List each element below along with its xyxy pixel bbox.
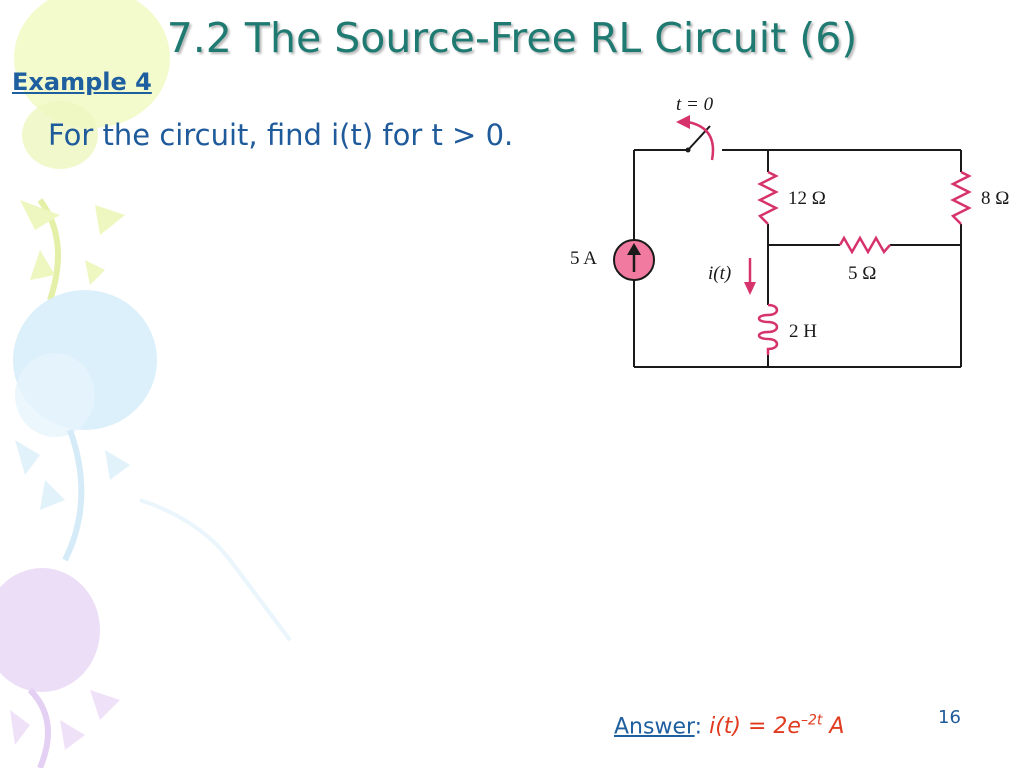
resistor-12-ohm <box>757 170 779 225</box>
rl-circuit-diagram: t = 0 5 A 12 Ω 8 Ω 5 Ω i(t) 2 H <box>570 94 1009 368</box>
inductor-coil-icon <box>757 303 779 355</box>
resistor-8-ohm <box>950 170 972 225</box>
answer-exponent: –2t <box>800 713 823 729</box>
switch-label: t = 0 <box>676 94 714 115</box>
r1-label: 12 Ω <box>788 188 826 209</box>
problem-prompt: For the circuit, find i(t) for t > 0. <box>48 118 514 152</box>
r3-label: 5 Ω <box>848 263 876 284</box>
inductor-label: 2 H <box>789 321 817 342</box>
answer-lhs: i(t) = 2e <box>709 714 801 740</box>
current-arrow-icon <box>744 282 756 295</box>
answer-line: Answer: i(t) = 2e–2t A <box>614 713 844 739</box>
resistor-5-ohm <box>838 235 891 255</box>
current-label: i(t) <box>708 263 731 284</box>
switch-arrow-icon <box>687 120 715 161</box>
answer-expression: i(t) = 2e–2t A <box>709 713 845 740</box>
source-label: 5 A <box>570 248 597 269</box>
answer-label: Answer <box>614 714 695 740</box>
example-label: Example 4 <box>12 68 152 96</box>
answer-unit: A <box>822 714 845 740</box>
answer-colon: : <box>694 714 703 740</box>
page-number: 16 <box>938 707 961 728</box>
slide-title: 7.2 The Source-Free RL Circuit (6) <box>166 14 858 62</box>
r2-label: 8 Ω <box>981 188 1009 209</box>
